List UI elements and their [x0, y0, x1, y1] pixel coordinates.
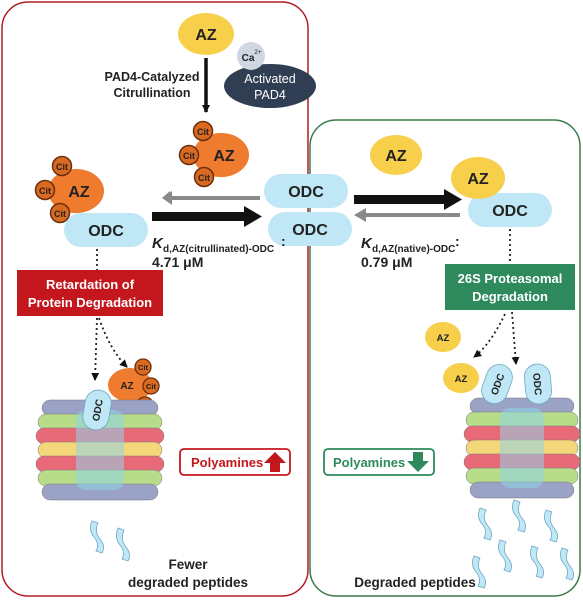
svg-text:26S Proteasomal: 26S Proteasomal [458, 271, 563, 286]
svg-text::: : [281, 233, 286, 249]
cit-residue: Cit [51, 155, 73, 177]
kd-native-value: 0.79 μM [361, 254, 412, 270]
svg-text:AZ: AZ [120, 381, 133, 392]
odc-entering-right: ODC [523, 363, 553, 405]
svg-text:2+: 2+ [254, 49, 262, 56]
dotted-arrow-left-down [91, 317, 100, 381]
cit-residue: Cit [192, 120, 214, 142]
proteasomal-box: 26S Proteasomal Degradation [445, 264, 575, 310]
peptide-fragment [498, 539, 512, 573]
svg-text:Degradation: Degradation [472, 289, 548, 304]
kd-native-label: K d,AZ(native)-ODC : [361, 233, 460, 255]
peptides-right [472, 499, 574, 589]
peptide-fragment [472, 555, 486, 589]
peptide-fragment [478, 507, 492, 541]
az-native-top: AZ [178, 13, 234, 55]
odc-entering-right: ODC [481, 364, 513, 404]
polyamines-down-badge: Polyamines [323, 448, 435, 476]
peptide-fragment [90, 520, 104, 554]
svg-text:Cit: Cit [138, 363, 149, 372]
svg-text:AZ: AZ [68, 184, 90, 201]
cit-residue: Cit [34, 179, 56, 201]
kd-citrullinated-label: K d,AZ(citrullinated)-ODC : [152, 233, 286, 255]
citrullination-label: Citrullination [113, 86, 190, 100]
az-native-free: AZ [370, 135, 422, 175]
dotted-arrow-right-out [473, 313, 506, 358]
cit-residue: Cit [142, 377, 160, 395]
peptides-left [90, 520, 130, 562]
az-native-released: AZ [443, 363, 479, 393]
svg-text:d,AZ(native)-ODC: d,AZ(native)-ODC [372, 244, 455, 255]
dotted-arrow-right-down [511, 311, 520, 365]
odc-center-bottom: ODC [268, 212, 352, 246]
polyamines-up-badge: Polyamines [179, 448, 291, 476]
svg-text:Ca: Ca [242, 53, 255, 64]
az-citrullinated-top: AZ Cit Cit Cit [178, 120, 249, 188]
arrow-down-icon [407, 452, 429, 472]
peptide-fragment [560, 547, 574, 581]
svg-text:AZ: AZ [437, 333, 450, 344]
fewer-peptides-caption-line1: Fewer [168, 557, 208, 572]
az-native-bound: AZ [451, 157, 505, 199]
svg-text:Polyamines: Polyamines [191, 455, 263, 470]
svg-text:Cit: Cit [198, 173, 210, 183]
activated-pad4: Activated PAD4 [224, 64, 316, 108]
az-native-released: AZ [425, 322, 461, 352]
odc-entering-left: ODC [82, 389, 112, 431]
svg-text:d,AZ(citrullinated)-ODC: d,AZ(citrullinated)-ODC [163, 244, 274, 255]
svg-text:ODC: ODC [91, 398, 106, 422]
odc-left-complex: ODC [64, 213, 148, 247]
svg-text:Cit: Cit [146, 382, 157, 391]
svg-text:AZ: AZ [213, 148, 235, 165]
fewer-peptides-caption-line2: degraded peptides [128, 575, 248, 590]
az-citrullinated-left: AZ Cit Cit Cit [34, 155, 104, 224]
cit-residue: Cit [178, 144, 200, 166]
svg-text:Protein Degradation: Protein Degradation [28, 295, 152, 310]
svg-text:ODC: ODC [292, 222, 328, 239]
svg-text:PAD4: PAD4 [254, 88, 286, 102]
svg-text:AZ: AZ [385, 148, 407, 165]
svg-text:ODC: ODC [88, 223, 124, 240]
svg-text:AZ: AZ [467, 171, 489, 188]
svg-text:Cit: Cit [56, 162, 68, 172]
cit-residue: Cit [49, 202, 71, 224]
svg-text:ODC: ODC [288, 184, 324, 201]
calcium-ion: Ca 2+ [237, 42, 265, 70]
cit-residue: Cit [134, 358, 152, 376]
peptide-fragment [116, 527, 130, 562]
pad4-catalyzed-label: PAD4-Catalyzed [105, 70, 200, 84]
svg-text:Cit: Cit [197, 127, 209, 137]
svg-text:Retardation of: Retardation of [46, 277, 135, 292]
kd-citrullinated-value: 4.71 μM [152, 254, 203, 270]
equilibrium-arrows-left [152, 191, 262, 227]
equilibrium-arrows-right [354, 189, 462, 222]
svg-text:AZ: AZ [195, 27, 217, 44]
svg-text:ODC: ODC [530, 373, 543, 396]
degraded-peptides-caption: Degraded peptides [354, 575, 476, 590]
peptide-fragment [530, 545, 544, 579]
svg-text::: : [455, 233, 460, 249]
proteasome-right [463, 397, 581, 499]
svg-text:Cit: Cit [54, 209, 66, 219]
svg-text:ODC: ODC [492, 203, 528, 220]
arrow-up-icon [264, 452, 286, 472]
svg-text:Cit: Cit [183, 151, 195, 161]
dotted-arrow-left-out [98, 317, 128, 368]
svg-text:K: K [361, 235, 373, 252]
odc-center-top: ODC [264, 174, 348, 208]
svg-text:AZ: AZ [455, 374, 468, 385]
svg-text:Activated: Activated [244, 72, 295, 86]
odc-right-complex: ODC [468, 193, 552, 227]
peptide-fragment [512, 499, 526, 533]
svg-text:K: K [152, 235, 164, 252]
svg-text:Polyamines: Polyamines [333, 455, 405, 470]
svg-text:Cit: Cit [39, 186, 51, 196]
peptide-fragment [544, 509, 558, 543]
cit-residue: Cit [193, 166, 215, 188]
retardation-box: Retardation of Protein Degradation [17, 270, 163, 316]
